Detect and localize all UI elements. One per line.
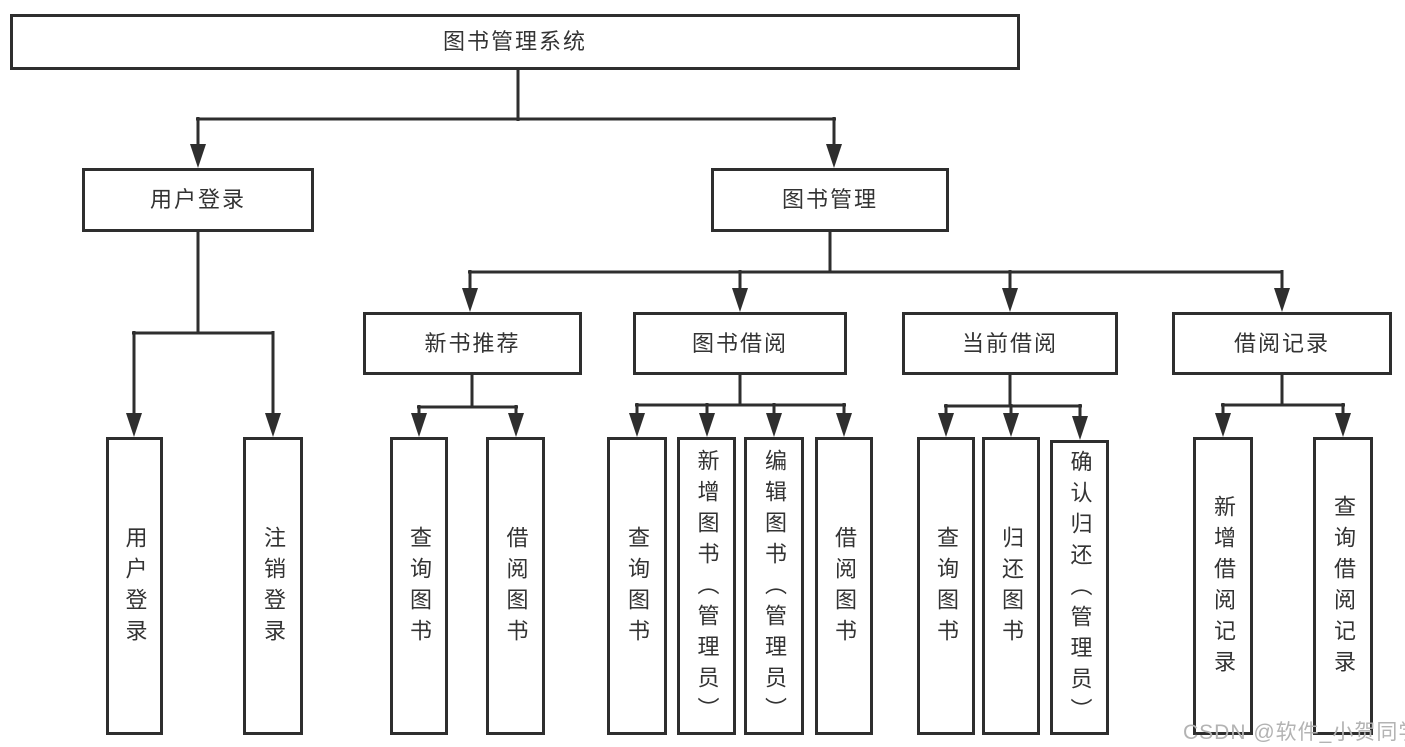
arrowhead xyxy=(629,413,645,437)
leaf-query-borrow-record: 查询借阅记录 xyxy=(1313,437,1373,735)
arrowhead xyxy=(732,288,748,312)
node-new-books: 新书推荐 xyxy=(363,312,582,375)
connector-book-mgmt xyxy=(468,230,1284,290)
node-book-mgmt: 图书管理 xyxy=(711,168,949,232)
arrowhead xyxy=(1335,413,1351,437)
arrowhead xyxy=(1002,288,1018,312)
arrowhead xyxy=(766,413,782,437)
arrowhead xyxy=(699,413,715,437)
arrowhead xyxy=(190,144,206,168)
leaf-add-book-admin: 新增图书（管理员） xyxy=(677,437,736,735)
connector-new-books xyxy=(417,373,518,415)
arrowhead xyxy=(836,413,852,437)
arrowhead xyxy=(265,413,281,437)
connector-user-login xyxy=(132,230,275,415)
arrowhead xyxy=(1003,413,1019,437)
arrowhead xyxy=(1215,413,1231,437)
arrowhead xyxy=(826,144,842,168)
leaf-add-borrow-record: 新增借阅记录 xyxy=(1193,437,1253,735)
arrowhead xyxy=(411,413,427,437)
leaf-query-books-new: 查询图书 xyxy=(390,437,448,735)
leaf-borrow-books-new: 借阅图书 xyxy=(486,437,545,735)
arrowhead xyxy=(508,413,524,437)
leaf-edit-book-admin: 编辑图书（管理员） xyxy=(744,437,804,735)
node-root: 图书管理系统 xyxy=(10,14,1020,70)
leaf-confirm-return-admin: 确认归还（管理员） xyxy=(1050,440,1109,735)
arrowhead xyxy=(938,413,954,437)
connector-borrow-records xyxy=(1221,373,1345,415)
leaf-borrow-books-borrow: 借阅图书 xyxy=(815,437,873,735)
connector-root xyxy=(196,68,836,146)
arrowhead xyxy=(1274,288,1290,312)
node-user-login: 用户登录 xyxy=(82,168,314,232)
leaf-query-books-current: 查询图书 xyxy=(917,437,975,735)
leaf-query-books-borrow: 查询图书 xyxy=(607,437,667,735)
leaf-user-login: 用户登录 xyxy=(106,437,163,735)
node-current-borrow: 当前借阅 xyxy=(902,312,1118,375)
leaf-return-books: 归还图书 xyxy=(982,437,1040,735)
node-borrow-records: 借阅记录 xyxy=(1172,312,1392,375)
watermark: CSDN @软件_小贺同学 xyxy=(1183,721,1405,744)
arrowhead xyxy=(126,413,142,437)
node-book-borrow: 图书借阅 xyxy=(633,312,847,375)
arrowhead xyxy=(462,288,478,312)
arrowhead xyxy=(1072,416,1088,440)
leaf-logout: 注销登录 xyxy=(243,437,303,735)
connector-book-borrow xyxy=(635,373,846,415)
connector-current-borrow xyxy=(944,373,1082,418)
